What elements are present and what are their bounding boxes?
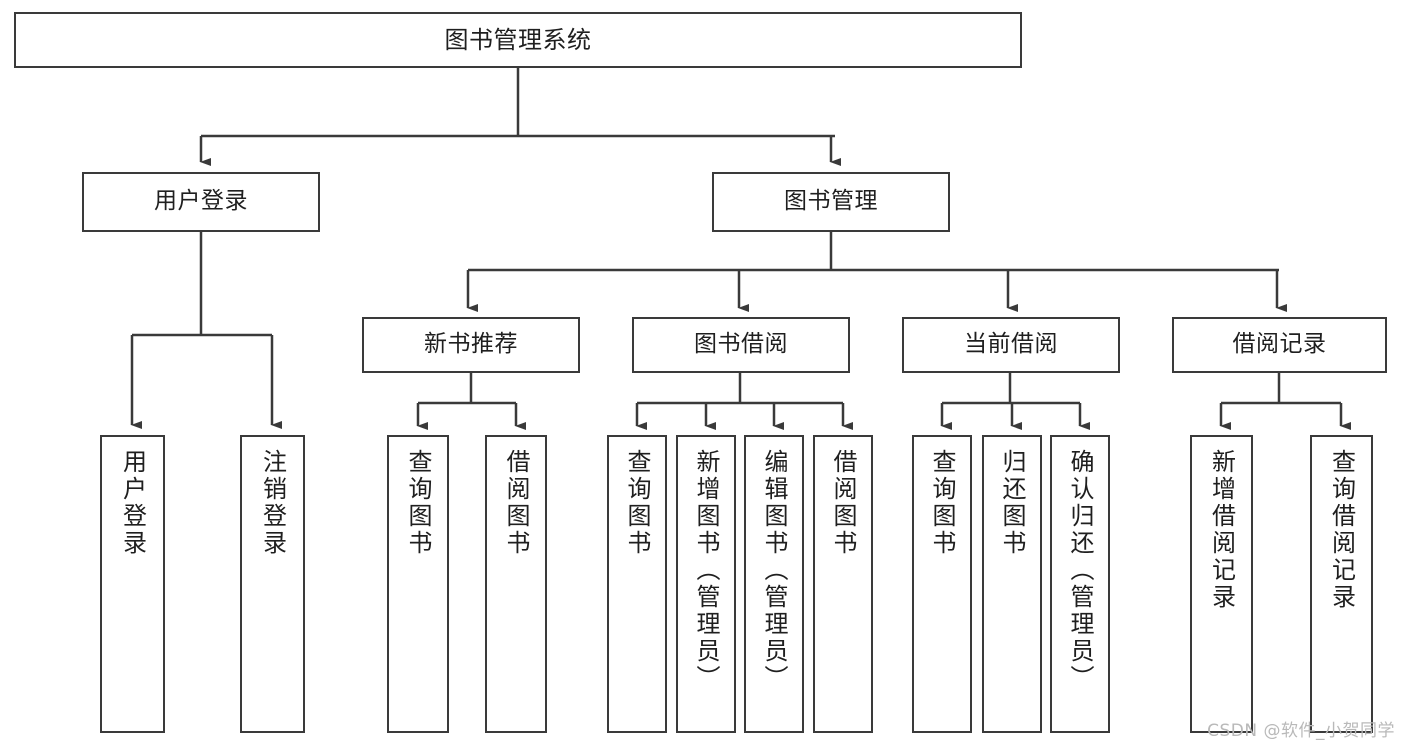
leaf-user-login[interactable]: 用户登录: [100, 435, 165, 733]
leaf-borrow-book-new[interactable]: 借阅图书: [485, 435, 547, 733]
leaf-query-borrow-record[interactable]: 查询借阅记录: [1310, 435, 1373, 733]
leaf-edit-book-admin-label: 编辑图书（管理员）: [760, 449, 788, 692]
leaf-borrow-book-new-label: 借阅图书: [502, 449, 530, 557]
leaf-borrow-book-label: 借阅图书: [829, 449, 857, 557]
leaf-user-logout-label: 注销登录: [258, 449, 287, 557]
leaf-return-book[interactable]: 归还图书: [982, 435, 1042, 733]
leaf-confirm-return-admin[interactable]: 确认归还（管理员）: [1050, 435, 1110, 733]
node-new-book-recommend-label: 新书推荐: [424, 331, 518, 358]
leaf-return-book-label: 归还图书: [998, 449, 1026, 557]
leaf-edit-book-admin[interactable]: 编辑图书（管理员）: [744, 435, 804, 733]
node-book-borrow-label: 图书借阅: [694, 331, 788, 358]
node-new-book-recommend[interactable]: 新书推荐: [362, 317, 580, 373]
node-borrow-record-label: 借阅记录: [1232, 331, 1327, 358]
node-root[interactable]: 图书管理系统: [14, 12, 1022, 68]
csdn-watermark: CSDN @软件_小贺同学: [1207, 721, 1395, 741]
node-current-borrow[interactable]: 当前借阅: [902, 317, 1120, 373]
leaf-add-book-admin-label: 新增图书（管理员）: [692, 449, 720, 692]
leaf-add-book-admin[interactable]: 新增图书（管理员）: [676, 435, 736, 733]
node-root-label: 图书管理系统: [444, 25, 592, 54]
leaf-user-login-label: 用户登录: [118, 449, 147, 557]
node-current-borrow-label: 当前借阅: [964, 331, 1058, 358]
leaf-confirm-return-admin-label: 确认归还（管理员）: [1066, 449, 1094, 692]
node-book-management-label: 图书管理: [784, 188, 878, 215]
leaf-query-book-new-label: 查询图书: [404, 449, 432, 557]
leaf-borrow-book[interactable]: 借阅图书: [813, 435, 873, 733]
node-user-login[interactable]: 用户登录: [82, 172, 320, 232]
node-book-borrow[interactable]: 图书借阅: [632, 317, 850, 373]
node-user-login-label: 用户登录: [154, 188, 248, 215]
node-borrow-record[interactable]: 借阅记录: [1172, 317, 1387, 373]
leaf-query-borrow-record-label: 查询借阅记录: [1327, 449, 1356, 611]
leaf-user-logout[interactable]: 注销登录: [240, 435, 305, 733]
leaf-query-book-borrow[interactable]: 查询图书: [607, 435, 667, 733]
node-book-management[interactable]: 图书管理: [712, 172, 950, 232]
leaf-query-book-new[interactable]: 查询图书: [387, 435, 449, 733]
leaf-query-book-borrow-label: 查询图书: [623, 449, 651, 557]
leaf-add-borrow-record[interactable]: 新增借阅记录: [1190, 435, 1253, 733]
leaf-query-book-current-label: 查询图书: [928, 449, 956, 557]
leaf-query-book-current[interactable]: 查询图书: [912, 435, 972, 733]
leaf-add-borrow-record-label: 新增借阅记录: [1207, 449, 1236, 611]
